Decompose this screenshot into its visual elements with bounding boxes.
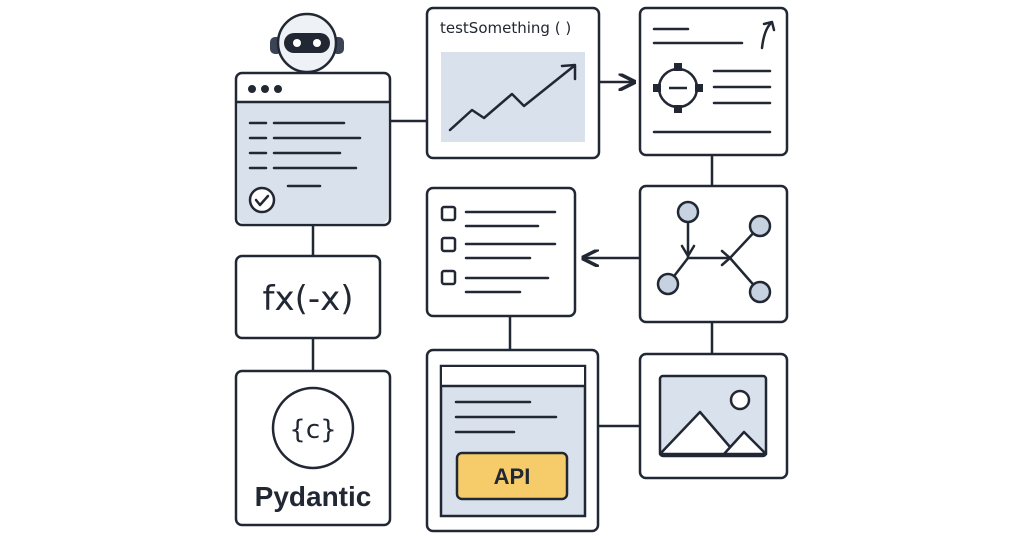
image-icon [658, 374, 768, 458]
code-lines [248, 121, 362, 188]
robot-icon [270, 12, 344, 74]
pydantic-logo-circle [271, 386, 355, 470]
test-chart-panel: testSomething ( ) [425, 6, 601, 160]
check-circle-icon [248, 186, 276, 214]
image-panel [638, 352, 789, 480]
doc-text-lines [652, 27, 772, 134]
trend-up-icon [448, 63, 577, 132]
network-graph-icon [656, 200, 772, 304]
api-window: API [425, 348, 600, 533]
formula-panel: fx(-x) [234, 254, 382, 340]
brand-name: Pydantic [255, 481, 372, 512]
api-text-lines [454, 400, 558, 434]
network-graph-panel [638, 184, 789, 324]
pydantic-logo-symbol: {c} [289, 415, 336, 445]
code-editor-window [234, 71, 392, 227]
test-function-label: testSomething ( ) [440, 19, 571, 37]
checklist-panel [425, 186, 577, 318]
target-icon [653, 63, 703, 113]
checklist-icon [440, 205, 557, 294]
chart-area [441, 52, 585, 142]
pydantic-panel: {c} Pydantic [234, 369, 392, 527]
connectors [311, 82, 714, 428]
curved-arrow-icon [760, 20, 776, 50]
window-control-dots [248, 85, 282, 93]
formula-label: fx(-x) [262, 279, 353, 319]
api-button-label: API [494, 464, 531, 489]
document-target-panel [638, 6, 789, 157]
api-button[interactable]: API [455, 451, 569, 501]
